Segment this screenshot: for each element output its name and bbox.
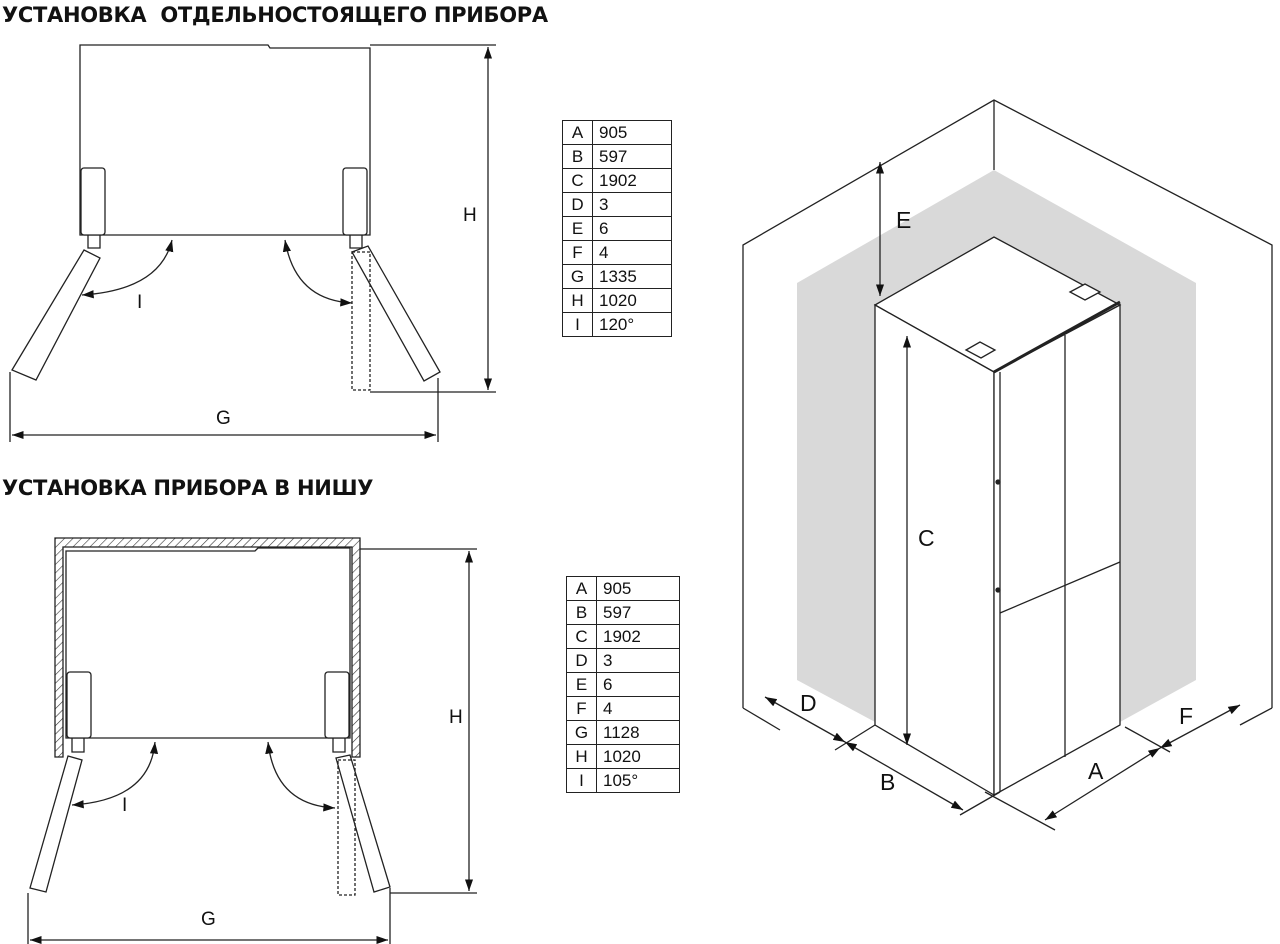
niche-walls bbox=[54, 537, 361, 758]
label-g: G bbox=[216, 408, 231, 429]
dimension-key: E bbox=[566, 672, 597, 697]
niche-plan bbox=[27, 537, 477, 944]
dimension-key: B bbox=[566, 600, 597, 625]
dimension-key: C bbox=[566, 624, 597, 649]
dimension-value: 1335 bbox=[592, 264, 672, 289]
dimension-value: 1020 bbox=[596, 744, 680, 769]
dimension-key: B bbox=[562, 144, 593, 169]
dimension-key: A bbox=[566, 576, 597, 601]
dimension-key: D bbox=[562, 192, 593, 217]
dimension-b bbox=[844, 741, 964, 811]
freestanding-plan bbox=[9, 44, 496, 442]
right-door-open bbox=[335, 754, 391, 893]
dimension-value: 1902 bbox=[592, 168, 672, 193]
dimension-key: F bbox=[562, 240, 593, 265]
dimension-key: C bbox=[562, 168, 593, 193]
dimension-value: 905 bbox=[596, 576, 680, 601]
dimension-value: 6 bbox=[596, 672, 680, 697]
dimension-value: 6 bbox=[592, 216, 672, 241]
right-hinge bbox=[342, 167, 368, 236]
isometric-view bbox=[742, 99, 1273, 831]
label-f: F bbox=[1179, 703, 1193, 729]
dimension-key: D bbox=[566, 648, 597, 673]
dimension-value: 1128 bbox=[596, 720, 680, 745]
drawer-line bbox=[999, 561, 1121, 614]
dimension-value: 105° bbox=[596, 768, 680, 793]
dimension-value: 3 bbox=[592, 192, 672, 217]
left-door-open bbox=[11, 249, 101, 381]
right-door-closed bbox=[351, 251, 371, 391]
label-c: C bbox=[918, 525, 935, 551]
dimension-value: 4 bbox=[596, 696, 680, 721]
freestanding-title: УСТАНОВКА ОТДЕЛЬНОСТОЯЩЕГО ПРИБОРА bbox=[2, 3, 548, 27]
niche-title: УСТАНОВКА ПРИБОРА В НИШУ bbox=[2, 476, 374, 500]
dimension-key: H bbox=[562, 288, 593, 313]
dimension-key: I bbox=[566, 768, 597, 793]
dimension-key: I bbox=[562, 312, 593, 337]
left-hinge bbox=[80, 167, 106, 236]
dimension-a bbox=[1044, 747, 1161, 821]
fridge-front bbox=[993, 303, 1121, 797]
dimension-key: E bbox=[562, 216, 593, 241]
label-h: H bbox=[449, 707, 463, 728]
dimension-key: H bbox=[566, 744, 597, 769]
dimension-d bbox=[764, 696, 846, 743]
label-h: H bbox=[463, 205, 477, 226]
left-door-open bbox=[29, 755, 83, 893]
right-door-open bbox=[351, 245, 441, 382]
label-a: A bbox=[1088, 758, 1104, 784]
label-d: D bbox=[800, 690, 817, 716]
label-b: B bbox=[880, 769, 895, 795]
dimension-key: A bbox=[562, 120, 593, 145]
label-i: I bbox=[122, 795, 127, 816]
dimension-value: 3 bbox=[596, 648, 680, 673]
label-e: E bbox=[896, 207, 911, 233]
dimension-value: 1020 bbox=[592, 288, 672, 313]
label-g: G bbox=[201, 909, 216, 930]
dimension-value: 597 bbox=[596, 600, 680, 625]
dimension-value: 4 bbox=[592, 240, 672, 265]
dimension-key: G bbox=[566, 720, 597, 745]
right-door-closed bbox=[337, 759, 356, 896]
dimension-value: 120° bbox=[592, 312, 672, 337]
dimension-value: 1902 bbox=[596, 624, 680, 649]
dimension-key: F bbox=[566, 696, 597, 721]
dimension-value: 597 bbox=[592, 144, 672, 169]
dimension-key: G bbox=[562, 264, 593, 289]
dimension-f bbox=[1159, 704, 1241, 749]
dimension-value: 905 bbox=[592, 120, 672, 145]
label-i: I bbox=[137, 292, 142, 313]
